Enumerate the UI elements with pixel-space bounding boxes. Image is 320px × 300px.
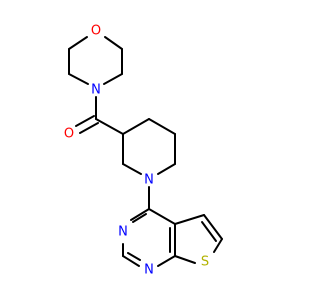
- bond-s-c7a: [174, 255, 196, 264]
- atom-pyrimidine-n3: N: [118, 225, 128, 240]
- bond-pip-c6-n: [157, 163, 176, 175]
- bond-carbonyl-double-a: [75, 115, 95, 127]
- bond-c4-n3-double-b: [132, 213, 147, 223]
- bond-pip-c4-c5: [148, 118, 176, 135]
- atom-morpholine-nitrogen: N: [91, 83, 101, 98]
- bond-c4a-c5: [174, 214, 205, 225]
- atom-morpholine-oxygen: O: [91, 24, 101, 39]
- atom-carbonyl-oxygen: O: [64, 127, 74, 142]
- bond-carbonyl-double-b: [79, 122, 99, 134]
- atom-thiophene-sulfur: S: [201, 255, 209, 270]
- molecule-structure-diagram: O N O N N N S: [64, 24, 223, 278]
- bond-morph-c2-n: [68, 73, 89, 85]
- bond-c4-n3-double-a: [130, 208, 150, 221]
- bond-morph-c4-o: [104, 36, 123, 50]
- atom-piperidine-nitrogen: N: [144, 173, 154, 188]
- atom-label-layer: O N O N N N S: [64, 24, 209, 278]
- bond-pip-c3-c4: [122, 118, 150, 135]
- bond-c5-c6-b: [201, 221, 217, 242]
- bond-c6-s: [213, 238, 223, 253]
- bond-morph-n-c3: [103, 73, 123, 85]
- bond-n1-c7a: [157, 255, 176, 267]
- bond-c4a-c4: [148, 208, 176, 225]
- bond-morph-o-c1: [68, 36, 88, 50]
- bond-layer: [68, 36, 223, 267]
- bond-c5-c6-a: [203, 214, 223, 240]
- bond-pip-n-c2: [122, 163, 142, 175]
- bond-c2-n1-b: [127, 252, 141, 261]
- bond-c2-n1-a: [122, 255, 140, 267]
- atom-pyrimidine-n1: N: [144, 263, 154, 278]
- bond-carbonyl-pip-c3: [95, 118, 124, 135]
